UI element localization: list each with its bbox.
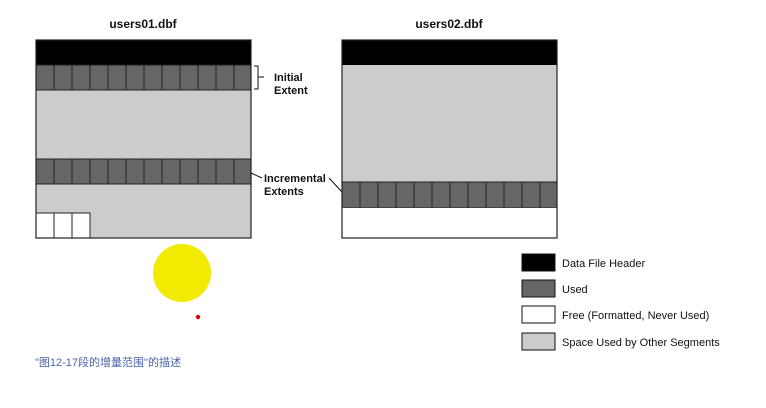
incremental-extent-blocks-2	[342, 181, 557, 209]
legend-label-free: Free (Formatted, Never Used)	[562, 310, 709, 322]
incremental-extent-blocks-1	[36, 158, 251, 185]
file-title-users01: users01.dbf	[109, 17, 177, 31]
description-link[interactable]: "图12-17段的增量范围"的描述	[35, 355, 181, 369]
datafile-border	[341, 39, 558, 239]
legend-swatch-other	[521, 332, 556, 351]
initial-extent-label-line2: Extent	[274, 85, 308, 97]
legend-swatch-used	[521, 279, 556, 298]
legend-label-other: Space Used by Other Segments	[562, 337, 720, 349]
legend: Data File Header Used Free (Formatted, N…	[521, 253, 720, 351]
legend-swatch-header	[521, 253, 556, 272]
incremental-extents-label-line1: Incremental	[264, 173, 326, 185]
legend-label-used: Used	[562, 284, 588, 296]
free-area	[342, 208, 557, 238]
incremental-extents-label-line2: Extents	[264, 186, 304, 198]
datafile-header-block	[342, 40, 557, 65]
datafile-border	[35, 39, 252, 239]
initial-extent-blocks	[36, 64, 251, 91]
cursor-dot	[195, 314, 201, 320]
legend-label-header: Data File Header	[562, 258, 645, 270]
datafile-users01	[35, 39, 252, 239]
incremental-extents-pointers	[250, 172, 344, 194]
cursor-highlight	[153, 244, 211, 302]
legend-swatch-free	[521, 305, 556, 324]
datafile-users02	[341, 39, 558, 239]
initial-extent-label-line1: Initial	[274, 72, 303, 84]
datafile-header-block	[36, 40, 251, 65]
file-title-users02: users02.dbf	[415, 17, 483, 31]
initial-extent-bracket	[254, 65, 264, 90]
free-blocks	[35, 212, 91, 239]
